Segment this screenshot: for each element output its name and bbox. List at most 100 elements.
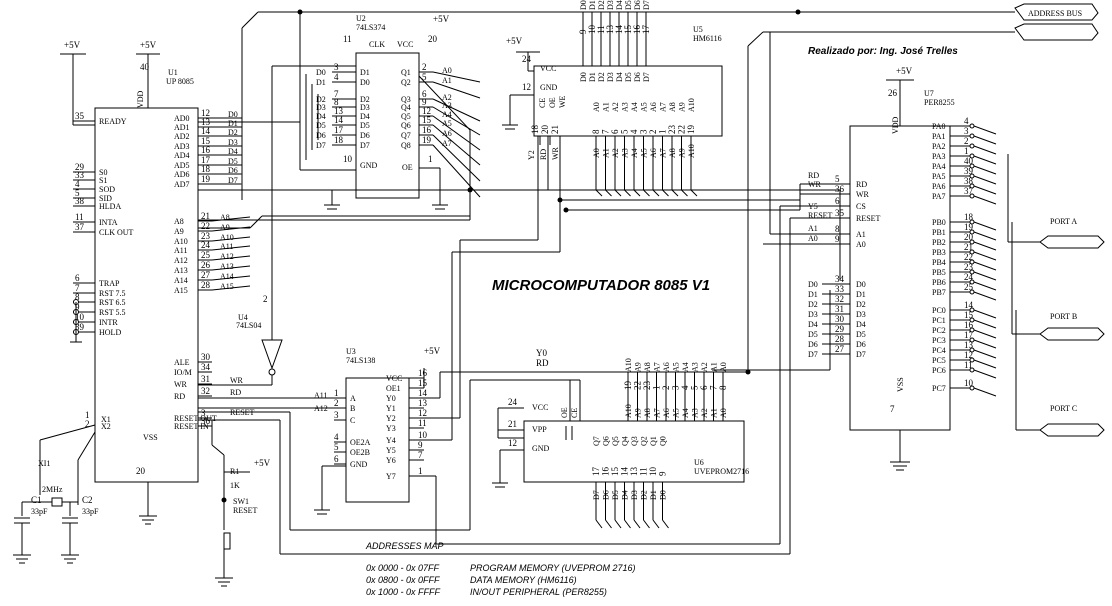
ppi-8255: U7 PER8255 +5V 26 VDD VSS 7 RD5WR36CS6RE…: [808, 66, 997, 471]
pin-number: 13: [629, 467, 639, 477]
net-label-data: D1: [588, 0, 597, 10]
u6-pin-label: Q4: [621, 436, 630, 446]
pin-number: 1: [418, 466, 423, 476]
pin-number: 11: [343, 34, 352, 44]
net-label-data: D0: [659, 490, 668, 500]
eprom-2716: U6 UVEPROM2716 VCC VPP GND OE CE 24 21 1…: [488, 348, 749, 529]
pin-number: 12: [522, 82, 531, 92]
pin-number: 21: [508, 419, 517, 429]
pin-number: 1: [652, 386, 662, 391]
sw-label: RESET: [233, 506, 258, 515]
ram-hm6116: U5 HM6116 +5V VCC GND CE OE WE 24 12 D0D…: [502, 0, 723, 197]
net-label-data: D2: [808, 300, 818, 309]
net-label-data: D4: [808, 320, 818, 329]
pin-number: 8: [334, 97, 339, 107]
u6-ref: U6: [694, 458, 704, 467]
pin-number: 11: [964, 360, 973, 370]
pin-number: 5: [334, 442, 339, 452]
u7-part: PER8255: [924, 98, 955, 107]
author-credit: Realizado por: Ing. José Trelles: [808, 46, 958, 57]
u5-pin-label: A2: [611, 102, 620, 112]
net-label-addr: A0: [442, 66, 452, 75]
power-rail-left: +5V: [60, 40, 95, 126]
net-label-addr: A7: [442, 139, 452, 148]
u1-pin-label: X2: [101, 422, 111, 431]
u7-pin-label: RESET: [856, 214, 881, 223]
u1-pin-label: X1: [101, 415, 111, 424]
u7-right-pins: PA04PA13PA22PA31PA440PA539PA638PA737PB01…: [932, 116, 997, 397]
cpu-8085: U1 UP 8085 VDD 40 +5V VSS 20 X1 X2 1 2 R…: [70, 40, 255, 525]
u7-pin-label: D2: [856, 300, 866, 309]
pin-number: 16: [418, 368, 428, 378]
pin-number: 11: [596, 25, 606, 34]
pin-number: 20: [964, 232, 974, 242]
u1-pin-label: RD: [174, 392, 185, 401]
u2-left-pins: D13D04D27D38D413D514D617D718GNDD0D1D2D3D…: [316, 62, 378, 170]
net-label-addr: A8: [668, 148, 677, 158]
u3-pin-label: Y2: [386, 414, 396, 423]
u6-pin-label: A9: [634, 408, 643, 418]
inverter-74ls04: U4 74LS04 2: [198, 65, 362, 386]
u7-pin-label: D7: [856, 350, 866, 359]
net-label-rd-u1: RD: [230, 388, 241, 397]
net-label-addr: A6: [662, 362, 671, 372]
net-label-a0: A0: [808, 234, 818, 243]
u1-pin-label: AD2: [174, 132, 190, 141]
u3-pin-label: OE2A: [350, 438, 371, 447]
address-bus-label: ADDRESS BUS: [1028, 9, 1082, 18]
u6-pin-label: CE: [570, 408, 579, 418]
pin-number: 4: [680, 385, 690, 390]
pin-number: 27: [201, 270, 211, 280]
u3-pin-label: VCC: [386, 374, 402, 383]
u5-pin-label: A7: [659, 102, 668, 112]
pin-number: 17: [591, 467, 601, 477]
u5-pin-label: D7: [642, 72, 651, 82]
pin-number: 14: [201, 126, 211, 136]
pin-number: 22: [633, 381, 643, 390]
pin-number: 5: [835, 174, 840, 184]
pin-number: 7: [334, 89, 339, 99]
pin-number: 3: [964, 126, 969, 136]
pin-number: 24: [964, 272, 974, 282]
net-label-data: D6: [602, 490, 611, 500]
pin-number: 16: [632, 25, 642, 35]
pin-number: 11: [639, 467, 649, 476]
u1-pin-label: A11: [174, 246, 187, 255]
pin-number: 11: [75, 212, 84, 222]
u1-pin-label: A8: [174, 217, 184, 226]
u2-pin-label: Q5: [401, 112, 411, 121]
pin-number: 31: [201, 374, 210, 384]
port-b-label: PORT B: [1050, 312, 1077, 321]
pin-number: 12: [201, 108, 210, 118]
pin-number: 22: [677, 125, 687, 134]
r1-value: 1K: [230, 481, 240, 490]
addr-range-1: 0x 0800 - 0x 0FFF: [366, 575, 440, 585]
pin-number: 9: [418, 440, 423, 450]
pin-number: 10: [964, 378, 974, 388]
net-label-addr: A10: [624, 358, 633, 372]
net-label-data: D6: [228, 166, 238, 175]
pin-number: 8: [591, 129, 601, 134]
crystal-symbol: [51, 497, 63, 507]
u7-pin-label: PC6: [932, 366, 946, 375]
u7-pin-label: PA4: [932, 162, 946, 171]
u7-pin-label: PA6: [932, 182, 946, 191]
u6-pin-label: VPP: [532, 425, 547, 434]
u7-pin-label: PC7: [932, 384, 946, 393]
u2-pin-label: D2: [360, 95, 370, 104]
u7-pin-label: CS: [856, 202, 866, 211]
pin-number: 28: [201, 280, 211, 290]
net-label-data: D7: [316, 141, 326, 150]
pin-number: 24: [508, 397, 518, 407]
net-label-data: D6: [808, 340, 818, 349]
u2-pin-label: Q6: [401, 121, 411, 130]
pin-number: 7: [709, 385, 719, 390]
u5-pin-label: D0: [579, 72, 588, 82]
u7-pin-label: PB0: [932, 218, 946, 227]
u1-pin-label: RESET IN: [174, 422, 209, 431]
pin-number: 2: [661, 386, 671, 391]
net-label-addr: A6: [442, 129, 452, 138]
net-label-data: D2: [597, 0, 606, 10]
pin-number: 38: [964, 176, 974, 186]
